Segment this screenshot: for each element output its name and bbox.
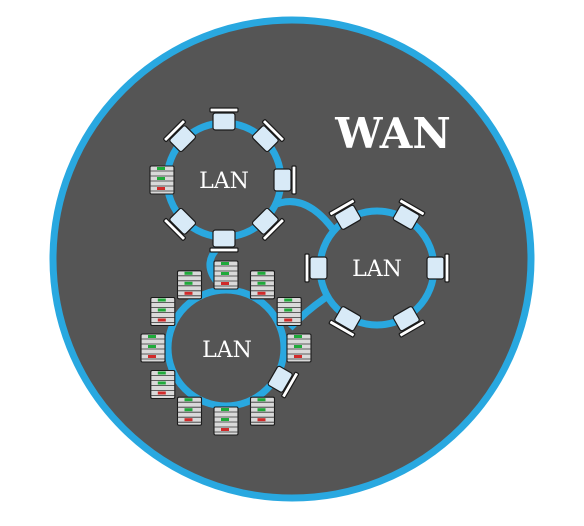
server-icon (150, 296, 176, 327)
laptop-icon (304, 253, 328, 283)
server-icon (286, 333, 312, 363)
server-icon (176, 270, 203, 300)
lan-label-bottom: LAN (202, 338, 252, 363)
wan-title: WAN (334, 109, 450, 158)
server-icon (149, 165, 175, 195)
server-icon (150, 369, 176, 400)
server-icon (213, 260, 239, 290)
lan-ring-right: LAN (304, 198, 450, 338)
server-icon (140, 333, 166, 363)
server-icon (249, 270, 276, 300)
server-icon (276, 296, 302, 327)
lan-ring-top: LAN (149, 107, 297, 253)
server-icon (249, 396, 276, 426)
laptop-icon (209, 107, 239, 131)
server-icon (176, 396, 203, 426)
laptop-icon (426, 253, 450, 283)
lan-label-right: LAN (352, 257, 402, 282)
laptop-icon (209, 229, 239, 253)
lan-ring-bottom: LAN (140, 260, 312, 436)
server-icon (213, 406, 239, 436)
laptop-icon (273, 165, 297, 195)
lan-label-top: LAN (199, 169, 249, 194)
wan-boundary (49, 16, 535, 502)
